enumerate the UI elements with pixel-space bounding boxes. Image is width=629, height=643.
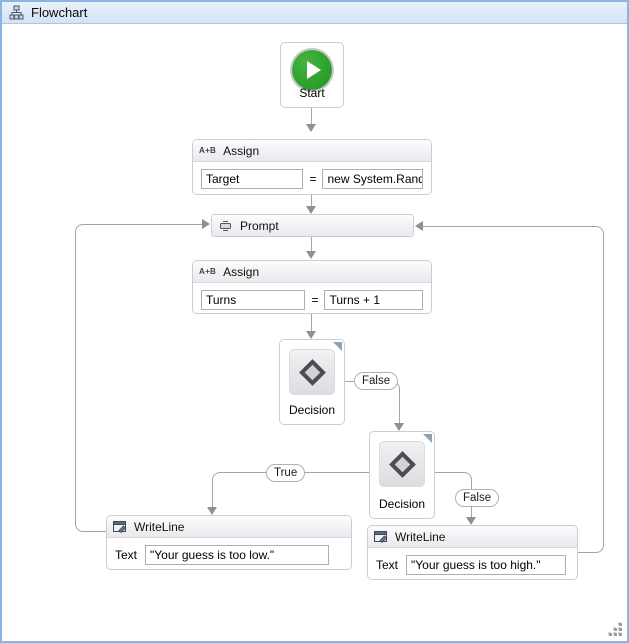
- writeline-high-activity[interactable]: WriteLine Text "Your guess is too high.": [367, 525, 578, 580]
- prompt-title: Prompt: [240, 218, 279, 233]
- decision2-true-arrowhead: [207, 507, 217, 515]
- prompt-left-arrowhead: [202, 219, 210, 229]
- start-icon: [292, 50, 332, 90]
- decision2-false-arrowhead: [466, 517, 476, 525]
- decision-icon: [379, 441, 425, 487]
- diamond-glyph: [298, 358, 326, 386]
- assign-turns-activity[interactable]: A+B Assign Turns = Turns + 1: [192, 260, 432, 314]
- loop-writeline-low-to-prompt: [75, 224, 202, 532]
- assign-turns-header: A+B Assign: [193, 261, 431, 283]
- writeline-icon: [374, 530, 388, 543]
- true-branch-label: True: [266, 464, 306, 482]
- false-branch-label: False: [455, 489, 500, 507]
- loop-writeline-high-to-prompt: [423, 226, 604, 553]
- writeline-low-title: WriteLine: [134, 519, 185, 534]
- titlebar[interactable]: Flowchart: [2, 2, 627, 24]
- text-field-label: Text: [376, 558, 399, 572]
- start-label: Start: [299, 86, 325, 100]
- window-title: Flowchart: [31, 5, 88, 20]
- connector-assign-prompt: [311, 195, 312, 206]
- assign-turns-to-field[interactable]: Turns: [201, 290, 306, 310]
- play-icon: [307, 61, 321, 79]
- writeline-high-text-field[interactable]: "Your guess is too high.": [406, 555, 567, 575]
- assign-target-to-field[interactable]: Target: [201, 169, 304, 189]
- writeline-high-title: WriteLine: [395, 529, 446, 544]
- collapse-corner-icon: [423, 434, 432, 443]
- decision1-label: Decision: [288, 403, 336, 417]
- assign-target-title: Assign: [223, 143, 260, 158]
- writeline-low-header: WriteLine: [107, 516, 351, 538]
- text-field-label: Text: [115, 548, 138, 562]
- assign-icon: A+B: [199, 146, 217, 155]
- assign-target-header: A+B Assign: [193, 140, 431, 162]
- assign-icon: A+B: [199, 267, 217, 276]
- assign-turns-value-field[interactable]: Turns + 1: [324, 290, 423, 310]
- design-canvas[interactable]: Start A+B Assign Target = new System.Ran…: [2, 25, 627, 641]
- resize-grip-icon[interactable]: [609, 623, 622, 636]
- connector-assign2-decision: [311, 314, 312, 331]
- assign-target-value-field[interactable]: new System.Random: [322, 169, 423, 189]
- false-branch-label: False: [354, 372, 399, 390]
- diamond-glyph: [388, 450, 416, 478]
- collapse-corner-icon: [333, 342, 342, 351]
- assign-target-equals: =: [309, 172, 317, 186]
- decision1-false-arrowhead: [394, 423, 404, 431]
- connector-prompt-assign2: [311, 237, 312, 251]
- writeline-icon: [113, 520, 127, 533]
- decision2-label: Decision: [378, 497, 426, 511]
- decision1-node[interactable]: Decision: [279, 339, 345, 425]
- start-node[interactable]: Start: [280, 42, 344, 108]
- prompt-icon: [218, 220, 233, 232]
- assign-target-activity[interactable]: A+B Assign Target = new System.Random: [192, 139, 432, 195]
- assign2-decision-arrowhead: [306, 331, 316, 339]
- decision2-node[interactable]: Decision: [369, 431, 435, 519]
- prompt-header: Prompt: [212, 215, 413, 236]
- decision-icon: [289, 349, 335, 395]
- writeline-high-header: WriteLine: [368, 526, 577, 548]
- prompt-activity[interactable]: Prompt: [211, 214, 414, 237]
- writeline-low-text-field[interactable]: "Your guess is too low.": [145, 545, 330, 565]
- assign-turns-equals: =: [311, 293, 319, 307]
- connector-start-assign: [311, 108, 312, 124]
- prompt-assign2-arrowhead: [306, 251, 316, 259]
- writeline-low-activity[interactable]: WriteLine Text "Your guess is too low.": [106, 515, 352, 570]
- start-assign-arrowhead: [306, 124, 316, 132]
- assign-prompt-arrowhead: [306, 206, 316, 214]
- prompt-right-arrowhead: [415, 221, 423, 231]
- assign-turns-title: Assign: [223, 264, 260, 279]
- flowchart-icon: [9, 5, 24, 20]
